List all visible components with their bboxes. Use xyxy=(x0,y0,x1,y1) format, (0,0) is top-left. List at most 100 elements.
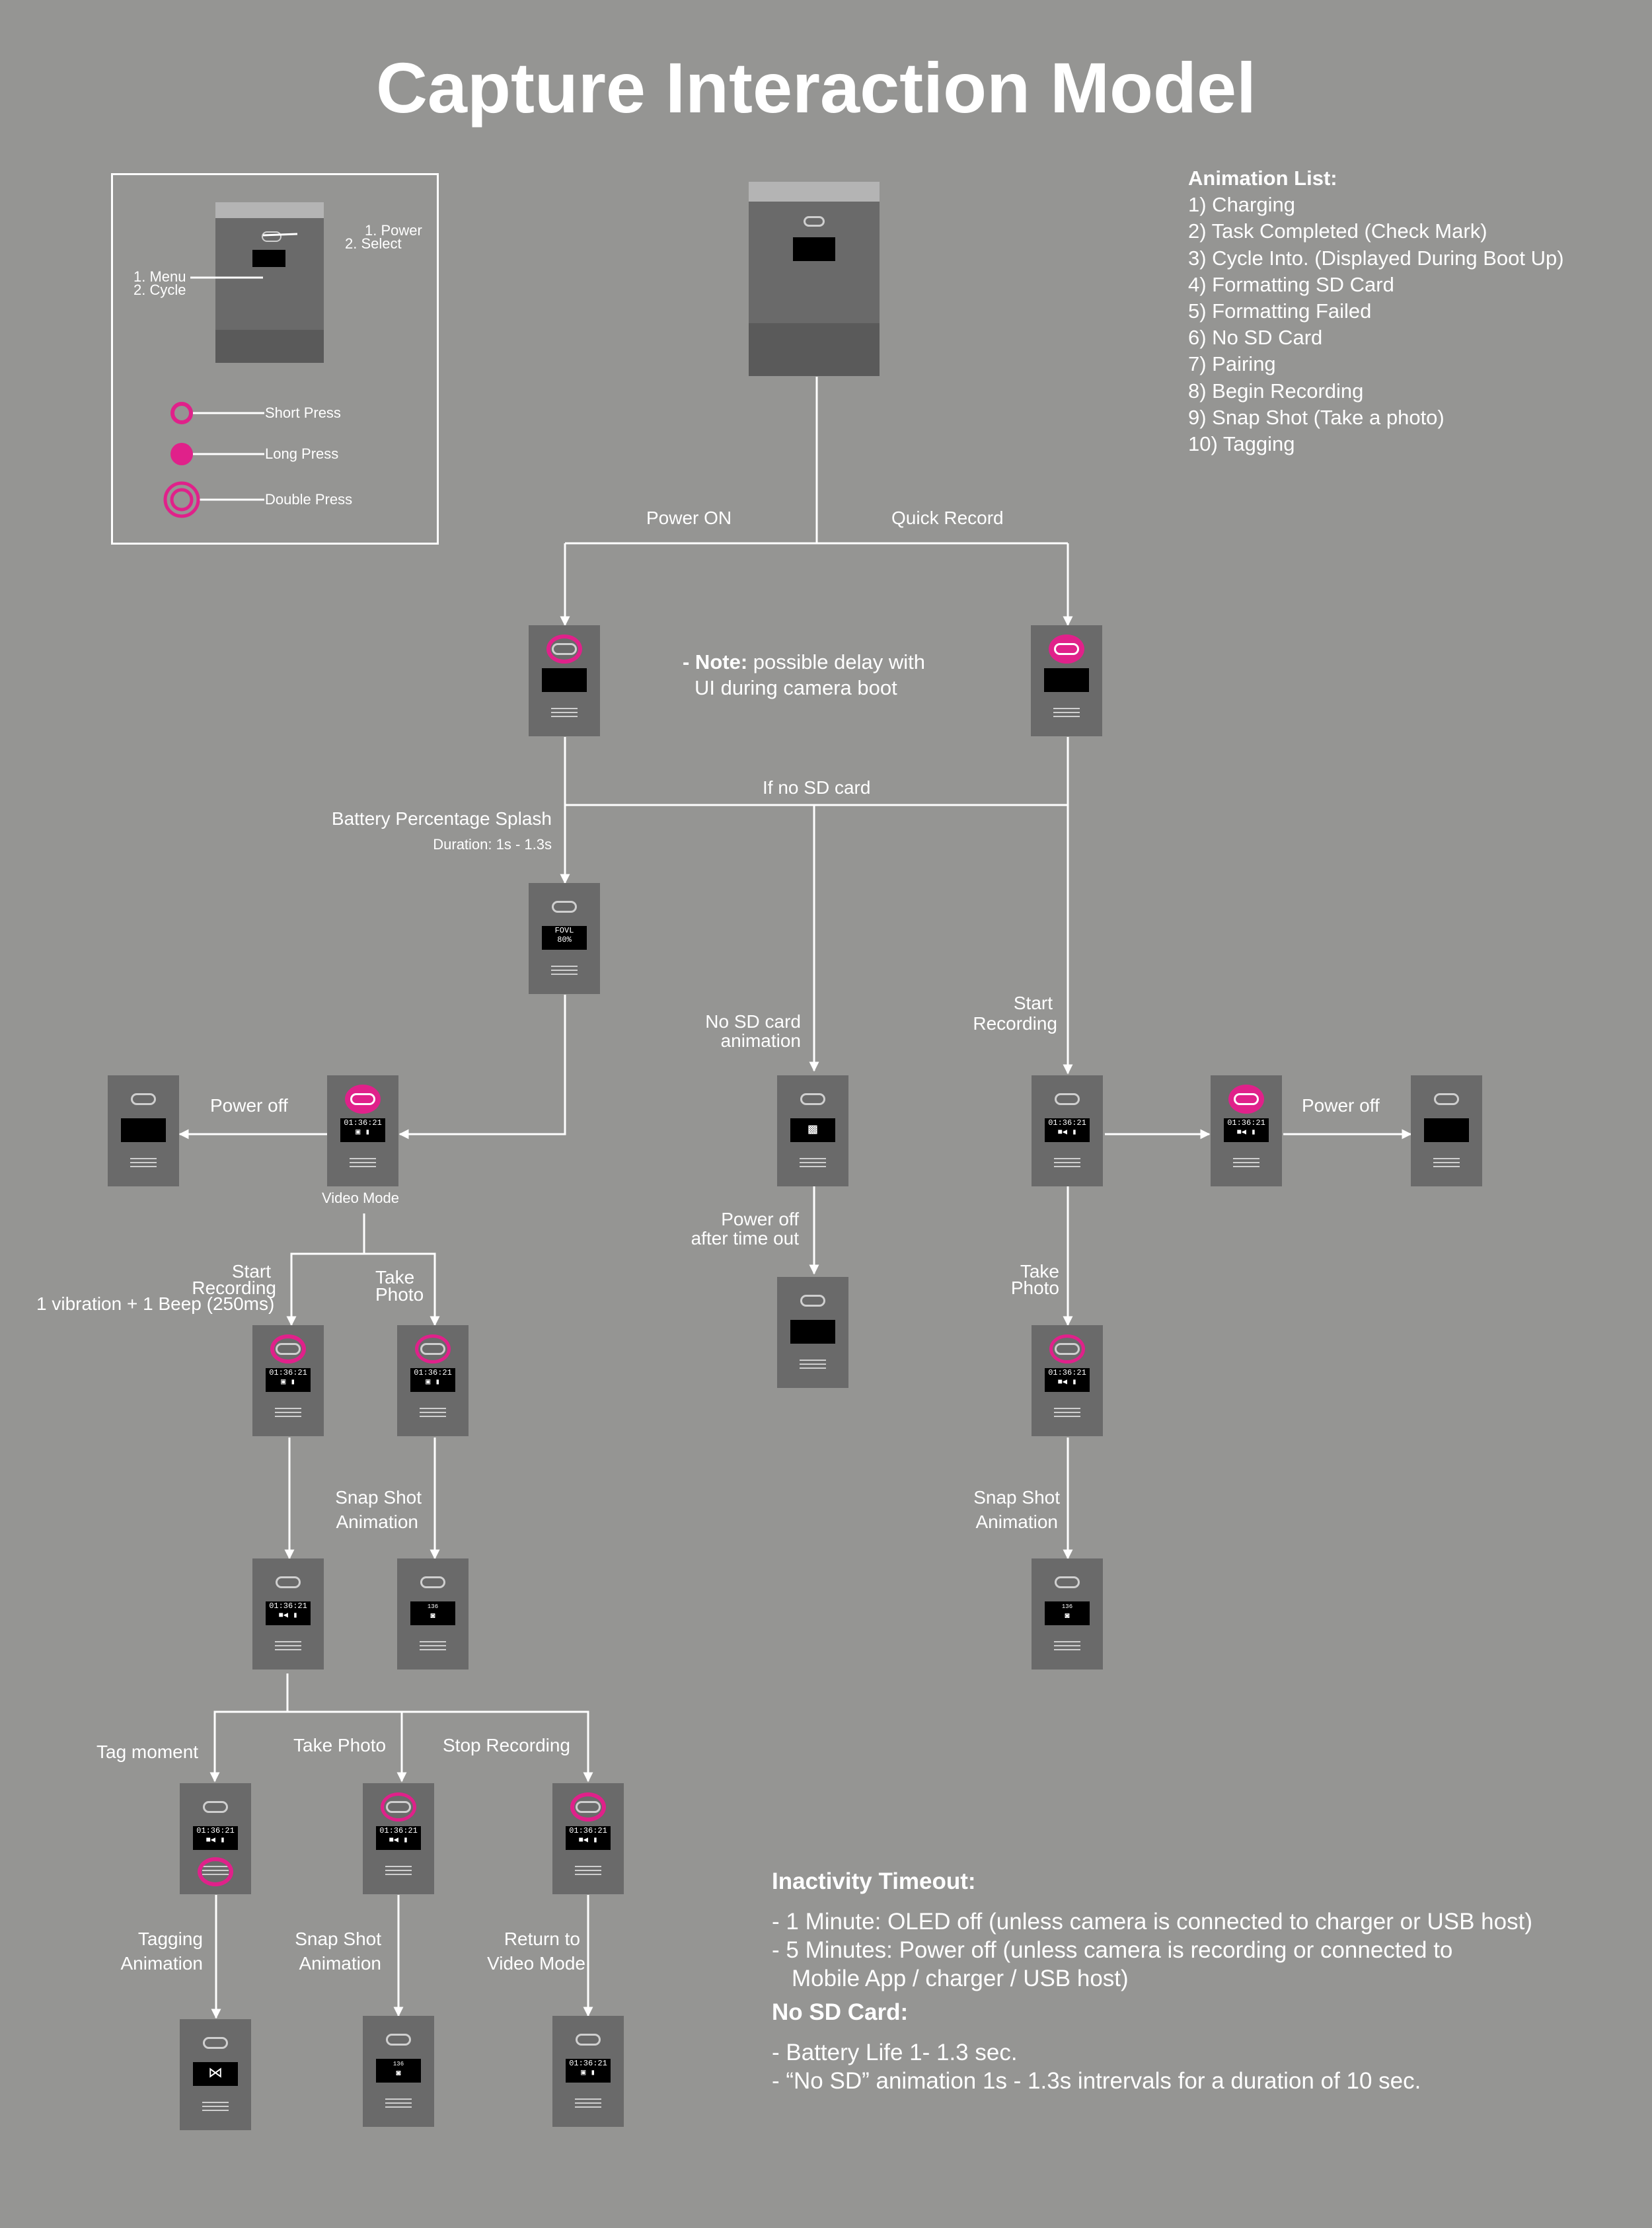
menu-button-icon xyxy=(800,1158,826,1167)
oled-screen: 136◙ xyxy=(410,1601,455,1625)
logo-text: FOVL xyxy=(554,926,574,935)
label-snap-right-2: Animation xyxy=(975,1512,1058,1532)
label-tagging-2: Animation xyxy=(120,1953,203,1974)
label-start-rec-left-2: Recording xyxy=(192,1278,276,1298)
legend-menu-label: 1. Menu xyxy=(133,268,186,285)
oled-screen xyxy=(1044,668,1089,692)
label-power-off-timeout-1: Power off xyxy=(721,1209,799,1229)
menu-button-icon xyxy=(551,708,578,717)
time-text: 01:36:21 xyxy=(379,1826,418,1835)
animation-item: 5) Formatting Failed xyxy=(1188,299,1372,323)
power-button-icon xyxy=(350,1093,375,1105)
menu-button-icon xyxy=(385,1866,412,1875)
menu-button-icon xyxy=(420,1641,446,1650)
camera-overview xyxy=(749,182,880,376)
animation-list: Animation List: 1) Charging 2) Task Comp… xyxy=(1188,165,1564,457)
camera-recording-press: 01:36:21■◀ ▮ xyxy=(1211,1075,1282,1186)
legend-camera xyxy=(215,202,324,363)
power-button-icon xyxy=(1055,1576,1080,1588)
time-text: 01:36:21 xyxy=(569,2059,607,2068)
label-snap-bottom-1: Snap Shot xyxy=(295,1929,381,1949)
oled-screen: 01:36:21■◀ ▮ xyxy=(1045,1368,1090,1392)
camera-icon: ◙ xyxy=(430,1611,435,1621)
camera-stop-recording: 01:36:21■◀ ▮ xyxy=(552,1783,624,1894)
time-text: 01:36:21 xyxy=(414,1368,452,1377)
label-quick-record: Quick Record xyxy=(891,508,1004,528)
oled-screen: 01:36:21■◀ ▮ xyxy=(566,1826,611,1850)
label-take-photo-2: Photo xyxy=(375,1284,424,1305)
camera-take-photo: 01:36:21▣ ▮ xyxy=(397,1325,469,1436)
animation-item: 9) Snap Shot (Take a photo) xyxy=(1188,405,1445,429)
short-press-icon xyxy=(270,1334,306,1364)
camera-video-mode: 01:36:21▣ ▮ xyxy=(327,1075,398,1186)
menu-button-icon xyxy=(800,1360,826,1369)
camera-take-photo-bottom: 01:36:21■◀ ▮ xyxy=(363,1783,434,1894)
tag-icon: ⋈ xyxy=(193,2062,238,2086)
label-vibration: 1 vibration + 1 Beep (250ms) xyxy=(36,1293,275,1314)
power-button-icon xyxy=(203,2037,228,2049)
animation-item: 6) No SD Card xyxy=(1188,326,1323,350)
label-if-no-sd: If no SD card xyxy=(763,777,871,798)
camera-tagging: ⋈ xyxy=(180,2019,251,2130)
camera-off-right xyxy=(1411,1075,1482,1186)
no-sd-branch xyxy=(564,737,1069,806)
oled-screen: 01:36:21▣ ▮ xyxy=(266,1368,311,1392)
arrow-to-video-mode xyxy=(398,995,566,1139)
double-press-icon xyxy=(163,481,200,518)
power-button-icon xyxy=(804,216,825,227)
camera-quick-record xyxy=(1031,625,1102,736)
label-take-photo-right-2: Photo xyxy=(1010,1278,1059,1298)
label-power-off-timeout-2: after time out xyxy=(691,1228,799,1248)
label-take-photo-right-1: Take xyxy=(1020,1261,1059,1282)
label-return-video-1: Return to xyxy=(504,1929,580,1949)
legend-power-label: 1. Power xyxy=(365,222,422,239)
label-power-on: Power ON xyxy=(646,508,732,528)
time-text: 01:36:21 xyxy=(1048,1118,1086,1128)
time-text: 01:36:21 xyxy=(269,1368,307,1377)
label-stop-recording: Stop Recording xyxy=(443,1735,571,1755)
label-snap-left-1: Snap Shot xyxy=(335,1487,422,1508)
menu-button-icon xyxy=(202,2102,229,2111)
camera-return-video: 01:36:21▣ ▮ xyxy=(552,2016,624,2127)
oled-screen xyxy=(542,668,587,692)
boot-note: - Note: possible delay with UI during ca… xyxy=(683,649,925,701)
time-text: 01:36:21 xyxy=(344,1118,382,1128)
top-split xyxy=(565,377,1068,545)
power-button-icon xyxy=(1234,1093,1259,1105)
recording-split xyxy=(213,1673,589,1781)
time-text: 01:36:21 xyxy=(196,1826,235,1835)
menu-button-icon xyxy=(1233,1158,1259,1167)
short-press-icon xyxy=(170,402,193,424)
power-button-icon xyxy=(552,901,577,913)
oled-screen xyxy=(793,237,835,261)
legend-double-press: Double Press xyxy=(265,491,353,508)
legend-box xyxy=(111,173,439,545)
camera-no-sd: ▩ xyxy=(777,1075,848,1186)
label-start-recording-1: Start xyxy=(1013,993,1053,1013)
label-snap-right-1: Snap Shot xyxy=(973,1487,1060,1508)
oled-screen: 136◙ xyxy=(376,2059,421,2083)
long-press-icon xyxy=(170,443,193,465)
time-text: 01:36:21 xyxy=(1227,1118,1265,1128)
page-title: Capture Interaction Model xyxy=(375,48,1257,128)
camera-power-on xyxy=(529,625,600,736)
oled-screen: 01:36:21■◀ ▮ xyxy=(1224,1118,1269,1142)
power-button-icon xyxy=(1054,643,1079,655)
menu-button-icon xyxy=(575,1866,601,1875)
power-button-icon xyxy=(800,1093,825,1105)
label-video-mode: Video Mode xyxy=(322,1190,400,1206)
label-tag-moment: Tag moment xyxy=(96,1742,199,1762)
camera-snap-left: 136◙ xyxy=(397,1558,469,1670)
camera-recording: 01:36:21■◀ ▮ xyxy=(252,1558,324,1670)
timeout-notes: Inactivity Timeout: - 1 Minute: OLED off… xyxy=(772,1867,1532,2095)
camera-base xyxy=(215,330,324,363)
power-button-icon xyxy=(203,1801,228,1813)
camera-take-photo-right: 01:36:21■◀ ▮ xyxy=(1032,1325,1103,1436)
camera-tag-moment: 01:36:21■◀ ▮ xyxy=(180,1783,251,1894)
short-press-icon xyxy=(546,634,582,664)
power-button-icon xyxy=(800,1295,825,1307)
time-text: 01:36:21 xyxy=(269,1601,307,1611)
power-button-icon xyxy=(1055,1093,1080,1105)
